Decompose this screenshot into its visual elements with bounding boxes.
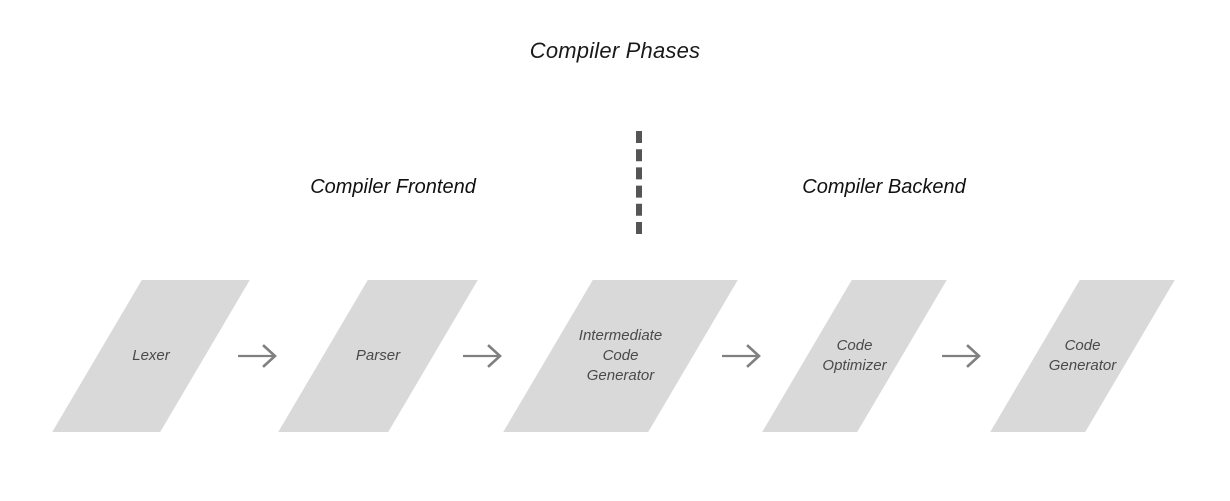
stage-intermediate-code-generator: Intermediate Code Generator [503, 280, 738, 432]
stage-lexer: Lexer [52, 280, 250, 432]
page-title: Compiler Phases [529, 38, 701, 63]
stage-label-code-generator: Code Generator [1048, 336, 1117, 374]
stage-code-generator: Code Generator [990, 280, 1175, 432]
stage-label-intermediate-code-generator: Intermediate Code Generator [578, 326, 663, 385]
arrow-right-icon [237, 340, 283, 372]
stage-parser: Parser [278, 280, 478, 432]
pipeline-row: Lexer Parser Intermediate Code Generator [0, 280, 1230, 435]
frontend-backend-divider [636, 131, 642, 234]
arrow-right-icon [721, 340, 767, 372]
stage-label-lexer: Lexer [132, 346, 170, 364]
stage-label-code-optimizer: Code Optimizer [822, 336, 887, 374]
section-label-frontend: Compiler Frontend [310, 176, 476, 198]
section-label-backend: Compiler Backend [802, 176, 966, 198]
stage-code-optimizer: Code Optimizer [762, 280, 947, 432]
arrow-right-icon [462, 340, 508, 372]
arrow-right-icon [941, 340, 987, 372]
stage-label-parser: Parser [355, 346, 401, 364]
